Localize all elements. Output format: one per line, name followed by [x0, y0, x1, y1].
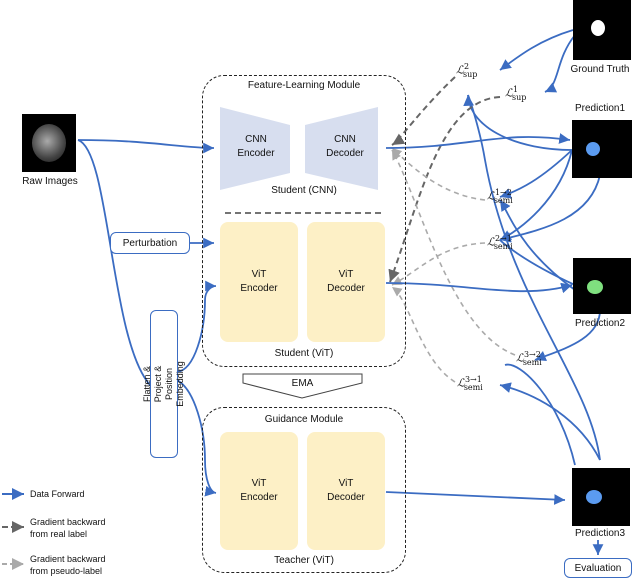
teacher-vit-decoder: ViT Decoder: [307, 432, 385, 550]
guidance-module-title: Guidance Module: [264, 414, 344, 425]
teacher-label: Teacher (ViT): [274, 555, 334, 566]
prediction2-image: [573, 258, 631, 314]
student-vit-label: Student (ViT): [274, 348, 334, 359]
loss-sup2-sub: sup: [463, 69, 478, 79]
ground-truth-label: Ground Truth: [570, 64, 630, 75]
loss-sup2-base: ℒ: [456, 63, 464, 77]
student-vit-decoder-label: ViT Decoder: [327, 269, 365, 294]
prediction1-label: Prediction1: [574, 103, 626, 114]
loss-semi12-sub: semi: [493, 195, 513, 205]
teacher-vit-encoder-label: ViT Encoder: [240, 478, 278, 503]
perturbation-box: Perturbation: [110, 232, 190, 254]
loss-semi12-sup: 1→2: [494, 188, 512, 197]
loss-semi32-base: ℒ: [516, 351, 524, 365]
loss-sup1: ℒ1sup: [505, 85, 526, 102]
prediction3-image: [572, 468, 630, 526]
evaluation-box: Evaluation: [564, 558, 632, 578]
feature-module-title: Feature-Learning Module: [247, 80, 361, 91]
cnn-decoder-shape: [305, 107, 378, 190]
raw-images-label: Raw Images: [22, 176, 78, 187]
loss-semi32: ℒ3→2semi: [516, 350, 542, 367]
loss-semi32-sup: 3→2: [523, 350, 541, 359]
legend-pseudo-label: Gradient backward from pseudo-label: [30, 554, 106, 576]
loss-semi21-sub: semi: [493, 241, 513, 251]
loss-semi21-sup: 2→1: [494, 234, 512, 243]
loss-semi32-sub: semi: [522, 357, 542, 367]
loss-sup2-sup: 2: [463, 62, 470, 71]
flatten-embedding-label: Flatten & Project & Position Embedding: [142, 361, 185, 407]
cnn-encoder-label: CNN Encoder: [237, 134, 275, 159]
legend-forward-label: Data Forward: [30, 489, 85, 499]
flatten-embedding-box: Flatten & Project & Position Embedding: [142, 310, 185, 458]
student-vit-encoder-label: ViT Encoder: [240, 269, 278, 294]
feature-learning-module: [202, 75, 406, 367]
raw-image: [22, 114, 76, 172]
loss-semi31-sup: 3→1: [464, 375, 482, 384]
cnn-decoder-label: CNN Decoder: [326, 134, 364, 159]
loss-semi12: ℒ1→2semi: [487, 188, 513, 205]
loss-semi12-base: ℒ: [487, 189, 495, 203]
cnn-encoder-shape: [220, 107, 290, 190]
loss-sup2: ℒ2sup: [456, 62, 477, 79]
loss-sup1-base: ℒ: [505, 86, 513, 100]
teacher-vit-encoder: ViT Encoder: [220, 432, 298, 550]
teacher-vit-decoder-label: ViT Decoder: [327, 478, 365, 503]
loss-sup1-sup: 1: [512, 85, 519, 94]
loss-semi21-base: ℒ: [487, 235, 495, 249]
loss-semi31: ℒ3→1semi: [457, 375, 483, 392]
loss-semi21: ℒ2→1semi: [487, 234, 513, 251]
legend-real-label: Gradient backward from real label: [30, 517, 106, 539]
prediction1-image: [572, 120, 632, 178]
ground-truth-image: [573, 0, 631, 60]
prediction2-label: Prediction2: [574, 318, 626, 329]
loss-sup1-sub: sup: [512, 92, 527, 102]
student-vit-decoder: ViT Decoder: [307, 222, 385, 342]
prediction3-label: Prediction3: [574, 528, 626, 539]
ema-arrow: [242, 373, 363, 399]
student-cnn-label: Student (CNN): [271, 185, 337, 196]
loss-semi31-sub: semi: [463, 382, 483, 392]
guidance-module: [202, 407, 406, 573]
loss-semi31-base: ℒ: [457, 376, 465, 390]
ema-label: EMA: [291, 378, 314, 389]
student-vit-encoder: ViT Encoder: [220, 222, 298, 342]
